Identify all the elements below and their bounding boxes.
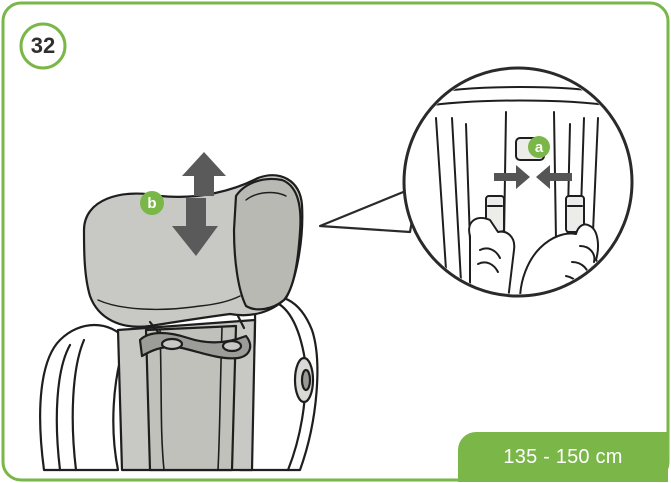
step-number: 32 [22, 28, 64, 64]
callout-a-label: a [528, 136, 550, 158]
callout-b-label: b [141, 192, 163, 214]
height-range-text: 135 - 150 cm [503, 446, 622, 469]
height-range-tab: 135 - 150 cm [458, 432, 668, 482]
